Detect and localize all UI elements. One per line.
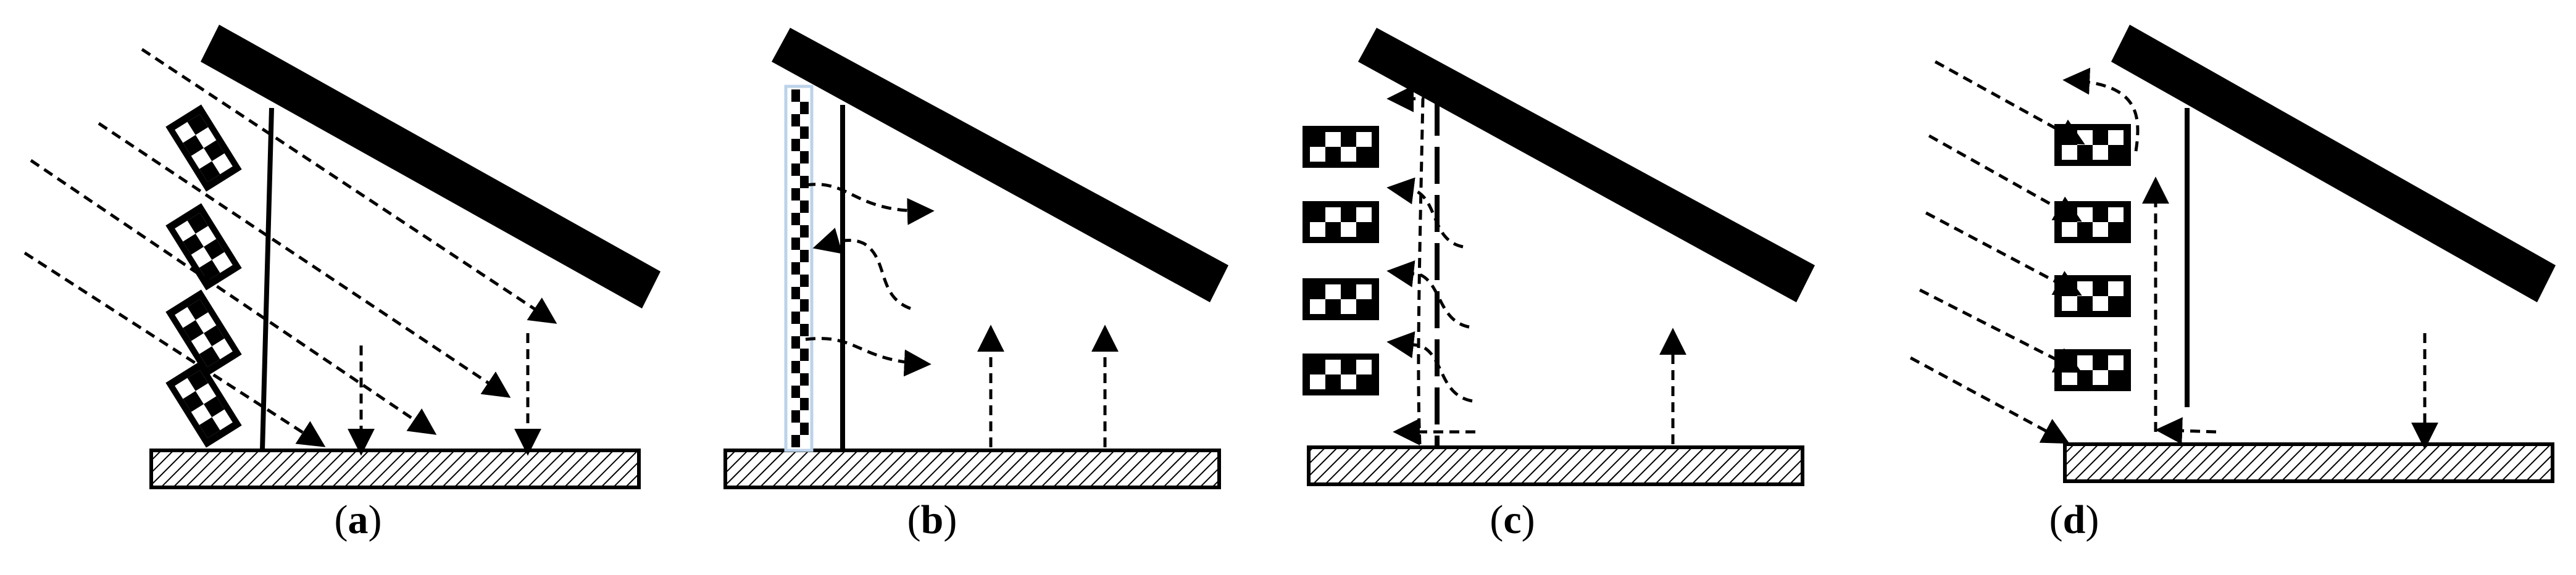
device-stack-a [165, 104, 242, 448]
support-pole-a [260, 107, 274, 451]
device-stack-c [1303, 126, 1379, 395]
device-stack-d [2054, 124, 2131, 391]
airflow-arrows-b [805, 183, 1119, 447]
panel-label-d: (d) [2049, 497, 2099, 542]
airflow-arrows-c [1386, 85, 1686, 445]
incoming-rays-d [1909, 60, 2438, 450]
panel-b [723, 28, 1228, 489]
ground-slab-c [1307, 445, 1804, 486]
ground-slab-b [723, 449, 1221, 489]
panel-a [23, 25, 661, 489]
incoming-rays-a [23, 48, 557, 456]
panel-label-c: (c) [1490, 497, 1535, 542]
panel-c [1303, 28, 1815, 486]
panel-label-a: (a) [334, 497, 382, 542]
solar-panel-b [772, 28, 1228, 302]
solar-panel-c [1358, 28, 1815, 302]
panel-label-b: (b) [907, 497, 957, 542]
ground-slab-a [149, 449, 641, 489]
vertical-device-strip-b [784, 85, 814, 452]
solar-panel-a [201, 25, 661, 308]
solar-panel-d [2111, 25, 2556, 302]
ground-slab-d [2063, 442, 2554, 483]
panel-d [1909, 25, 2556, 483]
